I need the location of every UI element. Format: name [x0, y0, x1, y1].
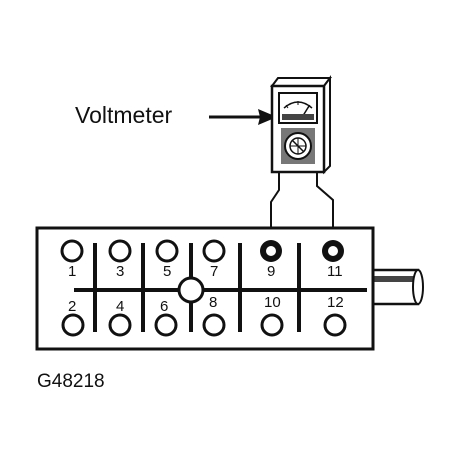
pin-hole-8: [202, 313, 226, 337]
pin-label-4: 4: [116, 298, 124, 315]
pin-hole-4: [108, 313, 132, 337]
pin-label-1: 1: [68, 263, 76, 280]
top-pin-labels: 1 3 5 7 9 11: [68, 263, 343, 280]
pin-label-8: 8: [209, 294, 217, 311]
pin-label-11: 11: [327, 263, 343, 280]
pin-hole-10: [260, 313, 284, 337]
pin-label-12: 12: [327, 294, 344, 311]
connector-center-post: [177, 276, 205, 304]
pin-hole-7: [202, 239, 226, 263]
pin-label-6: 6: [160, 298, 168, 315]
meter-dial: [278, 92, 318, 124]
voltmeter-label: Voltmeter: [75, 102, 172, 128]
connector-bus-bars: [74, 243, 367, 332]
selector-knob: [281, 128, 315, 164]
pin-label-2: 2: [68, 298, 76, 315]
pin-label-7: 7: [210, 263, 218, 280]
wiring-harness-cable: [371, 268, 424, 306]
bottom-pin-row: [61, 313, 347, 337]
bottom-pin-labels: 2 4 6 8 10 12: [68, 294, 344, 315]
pin-hole-1: [60, 239, 84, 263]
pin-hole-6: [154, 313, 178, 337]
pin-hole-12: [323, 313, 347, 337]
pin-hole-3: [108, 239, 132, 263]
pin-hole-5: [155, 239, 179, 263]
pin-hole-2: [61, 313, 85, 337]
pin-hole-9-probed: [260, 240, 282, 262]
voltmeter: [270, 75, 332, 175]
voltmeter-pointer-arrow: [209, 109, 277, 125]
pin-label-5: 5: [163, 263, 171, 280]
top-pin-row: [60, 239, 344, 263]
pin-label-9: 9: [267, 263, 275, 280]
pin-label-10: 10: [264, 294, 281, 311]
figure-id: G48218: [37, 371, 105, 392]
pin-hole-11-probed: [322, 240, 344, 262]
pin-label-3: 3: [116, 263, 124, 280]
